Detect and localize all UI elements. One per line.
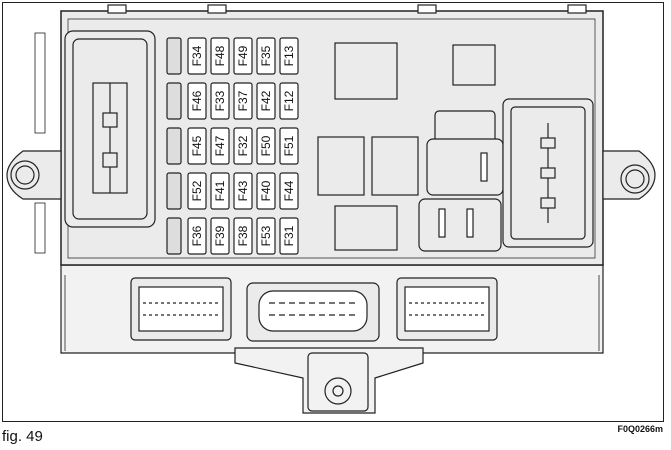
fuse-label: F50 [259, 135, 273, 156]
fuse-slot [187, 172, 207, 210]
fuse-spare-cavities [166, 37, 182, 255]
figure-code: F0Q0266m [617, 424, 663, 434]
fuse-label: F38 [236, 225, 250, 246]
fuse-label: F33 [213, 90, 227, 111]
fuse-label: F46 [190, 90, 204, 111]
fuse-label: F44 [282, 180, 296, 201]
fuse-slot [233, 172, 253, 210]
fuse-label: F47 [213, 135, 227, 156]
fuse-slot [279, 217, 299, 255]
fuse-slot [256, 127, 276, 165]
left-mount-ear [6, 150, 62, 200]
fuse-slot [256, 217, 276, 255]
fuse-label: F41 [213, 180, 227, 201]
fuse-slot [210, 82, 230, 120]
relays [317, 42, 504, 252]
fuse-slot [256, 37, 276, 75]
fuse-box-diagram: F34F46F45F52F36F48F33F47F41F39F49F37F32F… [6, 4, 656, 414]
fuse-slot [187, 217, 207, 255]
fuse-slot [187, 37, 207, 75]
fuse-slot [187, 127, 207, 165]
fuse-label: F48 [213, 45, 227, 66]
fuse-slot [210, 37, 230, 75]
fuse-label: F13 [282, 45, 296, 66]
fuse-slot [210, 127, 230, 165]
fuse-slot [279, 172, 299, 210]
fuse-slot [279, 127, 299, 165]
fuse-label: F34 [190, 45, 204, 66]
fuse-label: F35 [259, 45, 273, 66]
fuse-slot [233, 217, 253, 255]
top-clips [107, 4, 587, 14]
fuse-label: F43 [236, 180, 250, 201]
figure-caption: fig. 49 [2, 428, 43, 445]
fuse-label: F32 [236, 135, 250, 156]
fuse-label: F51 [282, 135, 296, 156]
bottom-connector-right [396, 277, 498, 341]
fuse-slot [233, 37, 253, 75]
fuse-label: F42 [259, 90, 273, 111]
bottom-connector-center [246, 282, 380, 342]
fuse-label: F45 [190, 135, 204, 156]
fuse-label: F39 [213, 225, 227, 246]
fuse-label: F12 [282, 90, 296, 111]
fuse-slot [233, 127, 253, 165]
fuse-label: F37 [236, 90, 250, 111]
fuse-label: F49 [236, 45, 250, 66]
fuse-label: F31 [282, 225, 296, 246]
fuse-label: F36 [190, 225, 204, 246]
left-connector [64, 30, 156, 228]
fuse-slot [233, 82, 253, 120]
fuse-label: F52 [190, 180, 204, 201]
fuse-slot [187, 82, 207, 120]
right-connector [502, 98, 594, 248]
fuse-slot [256, 172, 276, 210]
bottom-connector-left [130, 277, 232, 341]
fuse-slot [210, 217, 230, 255]
right-mount-ear [602, 150, 656, 200]
fuse-label: F40 [259, 180, 273, 201]
fuse-slot [279, 82, 299, 120]
fuse-slot [210, 172, 230, 210]
fuse-slot [279, 37, 299, 75]
fuse-slot [256, 82, 276, 120]
fuse-label: F53 [259, 225, 273, 246]
bracket-bolt [324, 377, 352, 405]
